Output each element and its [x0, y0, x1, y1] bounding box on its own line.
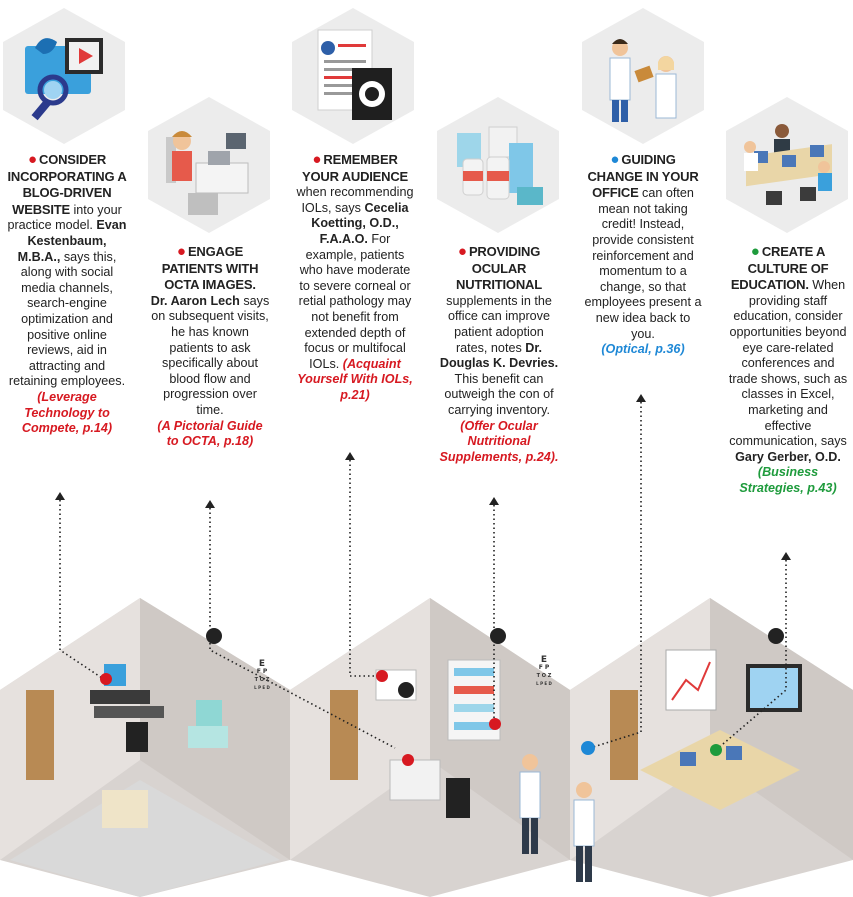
arrowhead-icon [55, 492, 65, 500]
tip-heading: CONSIDER INCORPORATING A BLOG-DRIVEN WEB… [7, 152, 127, 217]
room-blog-office [0, 598, 290, 897]
red-bullet-icon: ● [312, 151, 322, 168]
hex-icon-octa [148, 97, 270, 233]
eye-chart-line: T O Z [536, 673, 552, 679]
tip-text: When providing staff education, consider… [728, 278, 848, 449]
hex-icon-resume [292, 8, 414, 144]
hex-icon-supplements [437, 97, 559, 233]
tip-heading: ENGAGE PATIENTS WITH OCTA IMAGES. [161, 244, 259, 293]
room-classroom-office [570, 598, 853, 897]
eye-chart-line: L P E D [536, 681, 552, 686]
eye-chart-line: E [258, 659, 266, 669]
tip-education: ●CREATE A CULTURE OF EDUCATION. When pro… [726, 244, 850, 497]
arrowhead-icon [205, 500, 215, 508]
tip-person: Dr. Aaron Lech [150, 293, 240, 308]
tip-text: For example, patients who have moderate … [298, 231, 412, 371]
eye-chart: E F P T O Z L P E D [254, 660, 270, 692]
blue-bullet-icon: ● [610, 151, 620, 168]
tip-text: This benefit can outweigh the con of car… [444, 371, 554, 417]
blog-video-search-icon [25, 38, 103, 121]
eye-chart-line: E [540, 655, 548, 665]
tip-reference: (Optical, p.36) [601, 342, 685, 357]
tip-person: Dr. Douglas K. Devries. [439, 340, 559, 371]
tip-reference: (Leverage Technology to Compete, p.14) [21, 389, 113, 436]
supplement-bottles-icon [457, 126, 543, 205]
tip-person: Evan Kestenbaum, M.B.A., [17, 218, 127, 264]
tip-heading: REMEMBER YOUR AUDIENCE [302, 152, 408, 184]
tip-text: when recommending IOLs, says [296, 185, 414, 215]
tip-nutritional: ●PROVIDING OCULAR NUTRITIONAL supplement… [438, 244, 560, 465]
tip-text: can often mean not taking credit! Instea… [584, 186, 702, 341]
red-bullet-icon: ● [176, 243, 186, 260]
tip-reference: (A Pictorial Guide to OCTA, p.18) [157, 418, 263, 449]
resume-eye-icon [317, 29, 392, 120]
tip-heading: PROVIDING OCULAR NUTRITIONAL [456, 244, 542, 293]
isometric-office-illustration [0, 598, 853, 897]
staff-classroom-icon [744, 124, 832, 205]
tip-octa-images: ●ENGAGE PATIENTS WITH OCTA IMAGES.Dr. Aa… [150, 244, 270, 450]
eye-chart-line: F P [538, 664, 550, 671]
tip-text: into your practice model. [7, 202, 122, 233]
tip-audience: ●REMEMBER YOUR AUDIENCE when recommendin… [296, 152, 414, 404]
arrowhead-icon [489, 497, 499, 505]
tip-text: says on subsequent visits, he has known … [151, 293, 270, 417]
doctors-figures [519, 754, 595, 882]
eye-chart-line: T O Z [254, 677, 270, 683]
tip-person: Cecelia Koetting, O.D., F.A.A.O. [311, 200, 409, 246]
hex-icon-education [726, 97, 848, 233]
tip-reference: (Business Strategies, p.43) [739, 465, 837, 495]
arrowhead-icon [345, 452, 355, 460]
tip-blog-website: ●CONSIDER INCORPORATING A BLOG-DRIVEN WE… [6, 152, 128, 437]
red-bullet-icon: ● [27, 151, 38, 168]
hex-icon-blog [3, 8, 125, 144]
tip-person: Gary Gerber, O.D. [735, 449, 841, 464]
doctor-conversation-icon [609, 39, 677, 122]
eye-chart-line: F P [256, 668, 268, 675]
tip-heading: GUIDING CHANGE IN YOUR OFFICE [587, 152, 699, 201]
arrowhead-icon [781, 552, 791, 560]
eye-chart-line: L P E D [254, 685, 270, 690]
tip-reference: (Acquaint Yourself With IOLs, p.21) [297, 356, 413, 402]
tip-reference: (Offer Ocular Nutritional Supplements, p… [439, 418, 559, 464]
doctor-octa-exam-icon [166, 131, 249, 215]
tip-heading: CREATE A CULTURE OF EDUCATION. [730, 244, 829, 293]
eye-chart: E F P T O Z L P E D [536, 656, 552, 688]
arrowhead-icon [636, 394, 646, 402]
tip-text: says this, along with social media chann… [8, 249, 126, 389]
red-bullet-icon: ● [457, 243, 467, 260]
tip-guiding-change: ●GUIDING CHANGE IN YOUR OFFICE can often… [584, 152, 702, 358]
hex-icon-change [582, 8, 704, 144]
green-bullet-icon: ● [750, 243, 760, 260]
tip-text: supplements in the office can improve pa… [446, 293, 552, 355]
